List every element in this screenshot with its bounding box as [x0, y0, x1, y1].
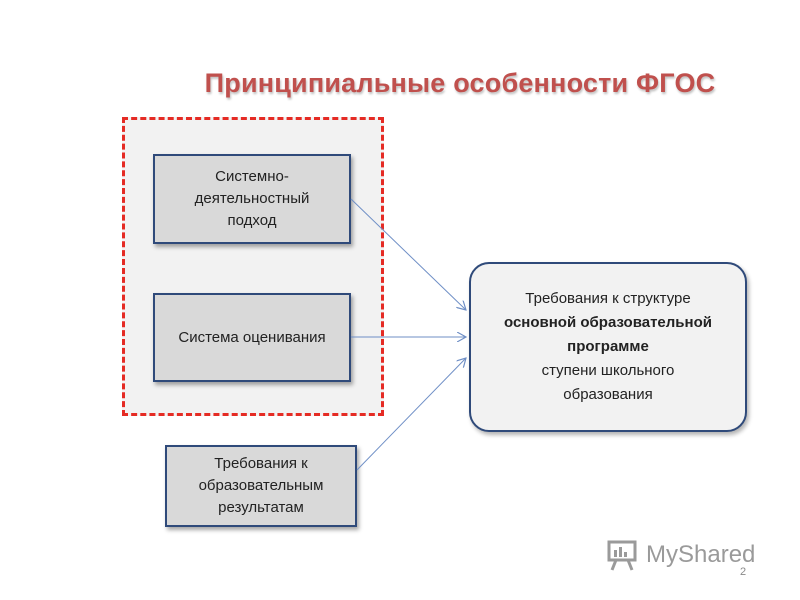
- page-number: 2: [740, 566, 747, 578]
- program-structure-requirements-box: Требования к структуре основной образова…: [469, 262, 747, 432]
- presentation-board-icon: [607, 540, 637, 571]
- box-label: Система оценивания: [178, 328, 326, 346]
- slide-title: Принципиальные особенности ФГОС: [204, 68, 716, 98]
- target-line: Требования к структуре: [525, 290, 691, 307]
- target-line-bold: программе: [567, 338, 649, 355]
- myshared-logo: MyShared: [606, 538, 766, 572]
- target-line-bold: основной образовательной: [504, 314, 712, 331]
- arrow-from-box1: [350, 198, 466, 310]
- target-line: ступени школьного: [541, 362, 675, 379]
- arrow-from-box3: [356, 358, 466, 471]
- target-line: образования: [563, 386, 653, 403]
- assessment-system-box: Система оценивания: [153, 293, 351, 382]
- logo-text: MyShared: [646, 541, 756, 568]
